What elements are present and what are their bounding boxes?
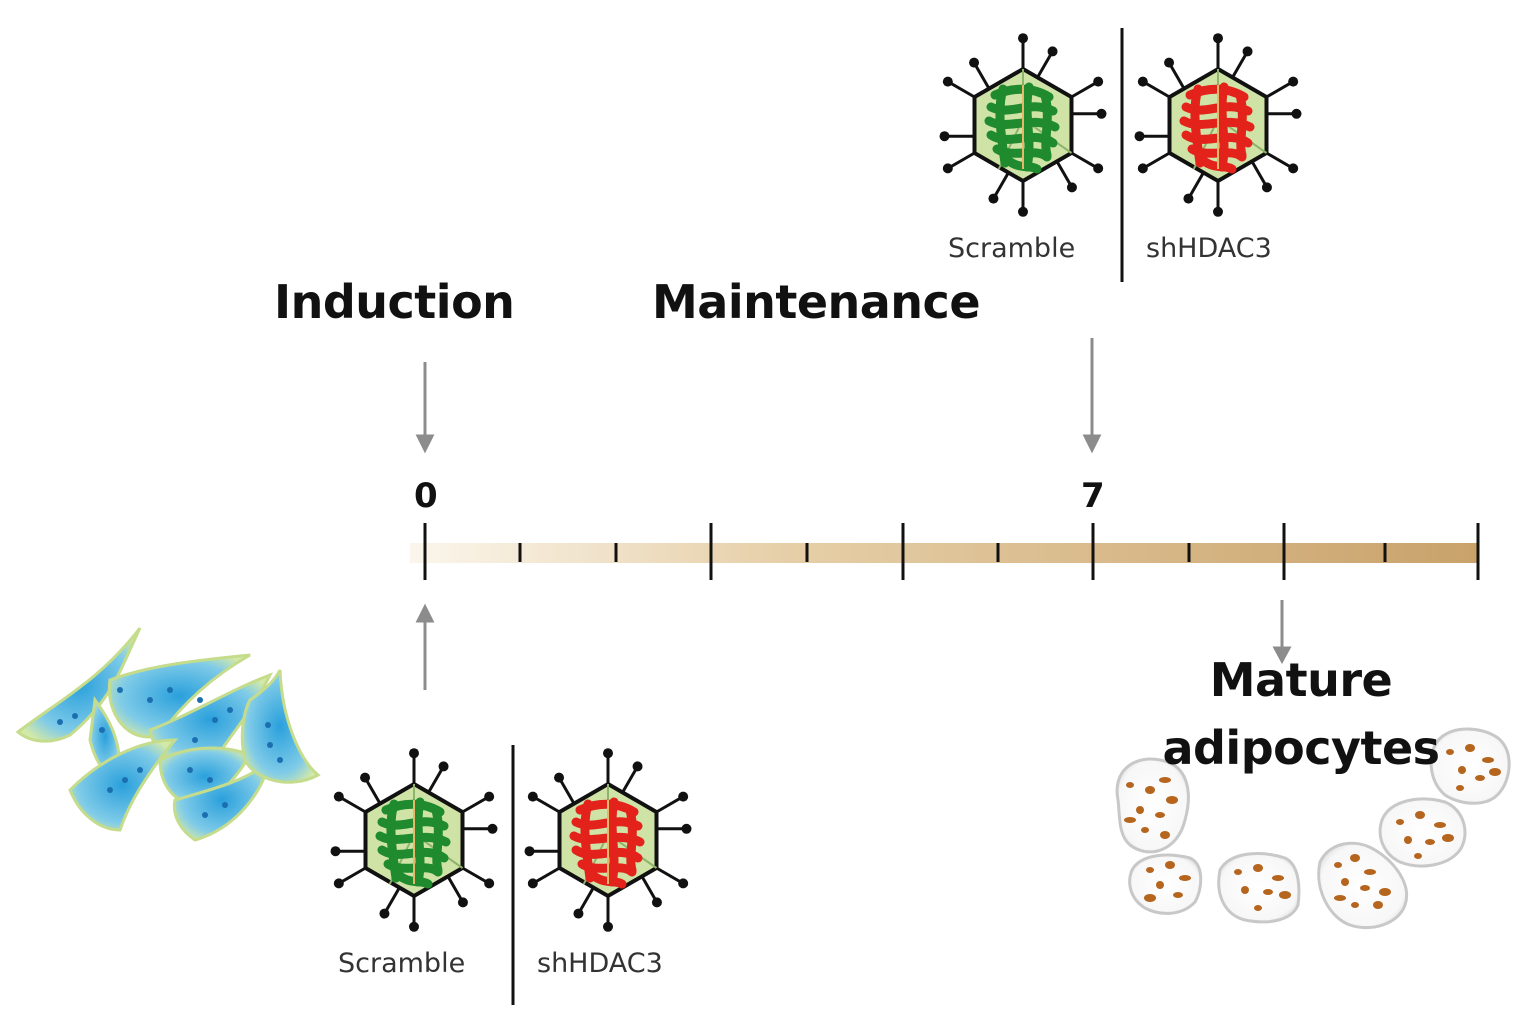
induction-label: Induction (274, 275, 515, 329)
adipocyte-cell (1378, 797, 1467, 868)
adipocyte-cell (1115, 757, 1190, 854)
top-scramble-label: Scramble (948, 233, 1076, 264)
induction-arrow-down (415, 362, 435, 454)
timeline-bar (410, 543, 1478, 563)
preadipocyte-nuclei (57, 687, 283, 818)
mature-arrow-down (1272, 600, 1292, 665)
mature-adipocytes-label: Mature adipocytes (1160, 646, 1442, 782)
preadipocyte-cells-icon (15, 627, 321, 842)
adipocyte-cell (1429, 727, 1511, 805)
mature-adipocyte-cells-icon (1115, 727, 1511, 930)
adipocyte-cell (1217, 852, 1301, 924)
timeline (410, 523, 1480, 580)
bottom-shhdac3-label: shHDAC3 (537, 948, 663, 979)
shhdac3-virus-icon (524, 748, 692, 932)
arrows (415, 338, 1292, 690)
maintenance-arrow-down (1082, 338, 1102, 454)
mature-label-line1: Mature (1209, 653, 1393, 707)
virus-arrow-up (415, 603, 435, 690)
top-shhdac3-label: shHDAC3 (1146, 233, 1272, 264)
bottom-scramble-label: Scramble (338, 948, 466, 979)
maintenance-label: Maintenance (652, 275, 981, 329)
mature-label-line2: adipocytes (1162, 721, 1440, 775)
shhdac3-virus-icon (1134, 33, 1302, 217)
scramble-virus-icon (330, 748, 498, 932)
day-7-label: 7 (1081, 476, 1105, 516)
day-0-label: 0 (414, 476, 438, 516)
scramble-virus-icon (939, 33, 1107, 217)
timeline-ticks (423, 523, 1480, 580)
